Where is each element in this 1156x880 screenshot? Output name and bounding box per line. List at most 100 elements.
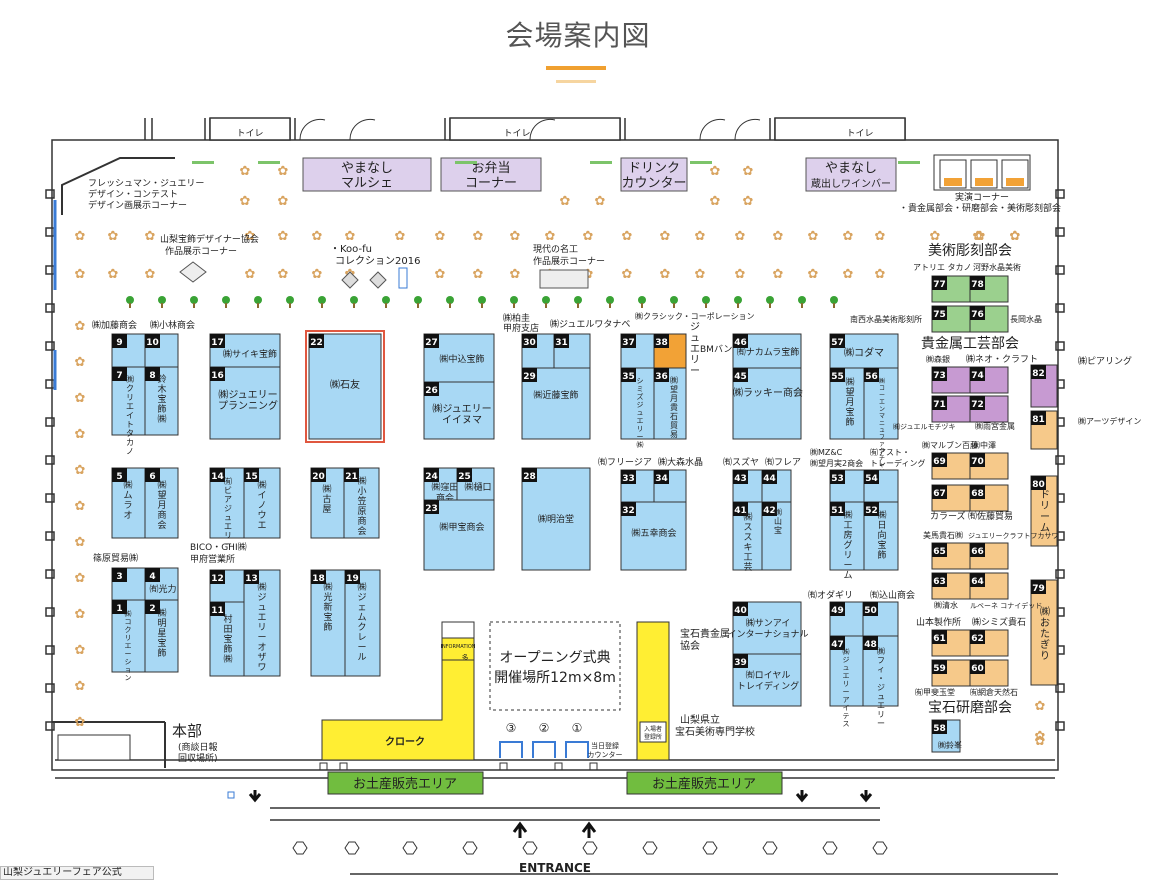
booth-45[interactable]: 45㈱ラッキー商会: [732, 367, 803, 440]
booth-10[interactable]: 10: [144, 333, 179, 368]
booth-34[interactable]: 34: [653, 469, 687, 503]
booth-72[interactable]: 72: [969, 395, 1009, 423]
booth-75[interactable]: 75: [931, 305, 971, 333]
booth-23[interactable]: 23㈱甲宝商会: [423, 499, 495, 571]
booth-25[interactable]: 25㈱樋口: [456, 467, 495, 501]
booth-77[interactable]: 77: [931, 275, 971, 303]
booth-42[interactable]: 42㈱山宝: [761, 501, 792, 571]
booth-58[interactable]: 58: [931, 719, 961, 753]
booth-27[interactable]: 27㈱中込宝飾: [423, 333, 495, 383]
gem-assoc-label: 宝石貴金属: [680, 627, 730, 640]
svg-text:日: 日: [877, 520, 886, 531]
booth-62[interactable]: 62: [969, 629, 1009, 657]
booth-31[interactable]: 31: [553, 333, 591, 369]
booth-49[interactable]: 49: [829, 601, 864, 637]
booth-54[interactable]: 54: [863, 469, 899, 503]
booth-4[interactable]: 4㈲光力: [144, 567, 179, 601]
booth-53[interactable]: 53: [829, 469, 865, 503]
booth-name: アトリエ タカノ: [913, 263, 972, 272]
booth-61[interactable]: 61: [931, 629, 971, 657]
svg-text:ア: ア: [843, 696, 850, 704]
booth-20[interactable]: 20㈱古屋: [310, 467, 345, 539]
booth-33[interactable]: 33: [620, 469, 655, 503]
booth-71[interactable]: 71: [931, 395, 971, 423]
booth-70[interactable]: 70: [969, 452, 1009, 480]
souvenir-label: お土産販売エリア: [353, 776, 457, 792]
booth-67[interactable]: 67: [931, 484, 971, 512]
booth-56[interactable]: 56㈱コーエンマニュファクチャリング: [863, 367, 899, 490]
booth-name: ㈱樋口: [464, 481, 491, 493]
booth-5[interactable]: 5㈱ムラオ: [111, 467, 146, 539]
svg-text:明: 明: [157, 618, 166, 629]
booth-29[interactable]: 29㈱近藤宝飾: [521, 367, 591, 440]
seat-icon: ✿: [75, 267, 86, 282]
booth-28[interactable]: 28㈱明治堂: [521, 467, 591, 571]
booth-32[interactable]: 32㈱五幸商会: [620, 501, 687, 571]
booth-12[interactable]: 12: [209, 569, 245, 603]
booth-17[interactable]: 17: [209, 333, 281, 368]
booth-66[interactable]: 66: [969, 542, 1009, 570]
svg-text:宝: 宝: [157, 637, 166, 649]
booth-44[interactable]: 44: [761, 469, 792, 503]
svg-text:リ: リ: [224, 531, 232, 540]
booth-22[interactable]: 22㈱石友: [308, 333, 382, 440]
booth-68[interactable]: 68: [969, 484, 1009, 512]
booth-74[interactable]: 74: [969, 366, 1009, 394]
booth-63[interactable]: 63: [931, 572, 971, 600]
booth-50[interactable]: 50: [862, 601, 899, 637]
booth-43[interactable]: 43: [732, 469, 763, 503]
svg-text:月: 月: [670, 394, 678, 403]
booth-69[interactable]: 69: [931, 452, 971, 480]
highlight-frame: [305, 330, 385, 443]
contest-label: デザイン画展示コーナー: [88, 199, 187, 211]
booth-76[interactable]: 76: [969, 305, 1009, 333]
exhibit-label: コレクション2016: [335, 255, 420, 267]
booth-3[interactable]: 3: [111, 567, 146, 601]
booth-38[interactable]: 38: [653, 333, 687, 369]
booth-37[interactable]: 37: [620, 333, 655, 369]
booth-78[interactable]: 78: [969, 275, 1009, 303]
pillar-icon: [344, 841, 360, 855]
booth-30[interactable]: 30: [521, 333, 555, 369]
booth-57[interactable]: 57㈱コダマ: [829, 333, 899, 369]
booth-64[interactable]: 64: [969, 572, 1009, 600]
booth-59[interactable]: 59: [931, 659, 971, 687]
seat-icon: ✿: [345, 229, 356, 244]
booth-46[interactable]: 46㈲ナカムラ宝飾: [732, 333, 802, 369]
svg-text:飾: 飾: [157, 403, 166, 415]
booth-9[interactable]: 9: [111, 333, 146, 368]
booth-82[interactable]: 82: [1030, 364, 1058, 408]
booth-number: 23: [425, 504, 438, 514]
booth-73[interactable]: 73: [931, 366, 971, 394]
booth-60[interactable]: 60: [969, 659, 1009, 687]
booth-48[interactable]: 48㈱フィ・ジュエリー: [862, 635, 899, 728]
booth-81[interactable]: 81: [1030, 410, 1058, 450]
booth-65[interactable]: 65: [931, 542, 971, 570]
